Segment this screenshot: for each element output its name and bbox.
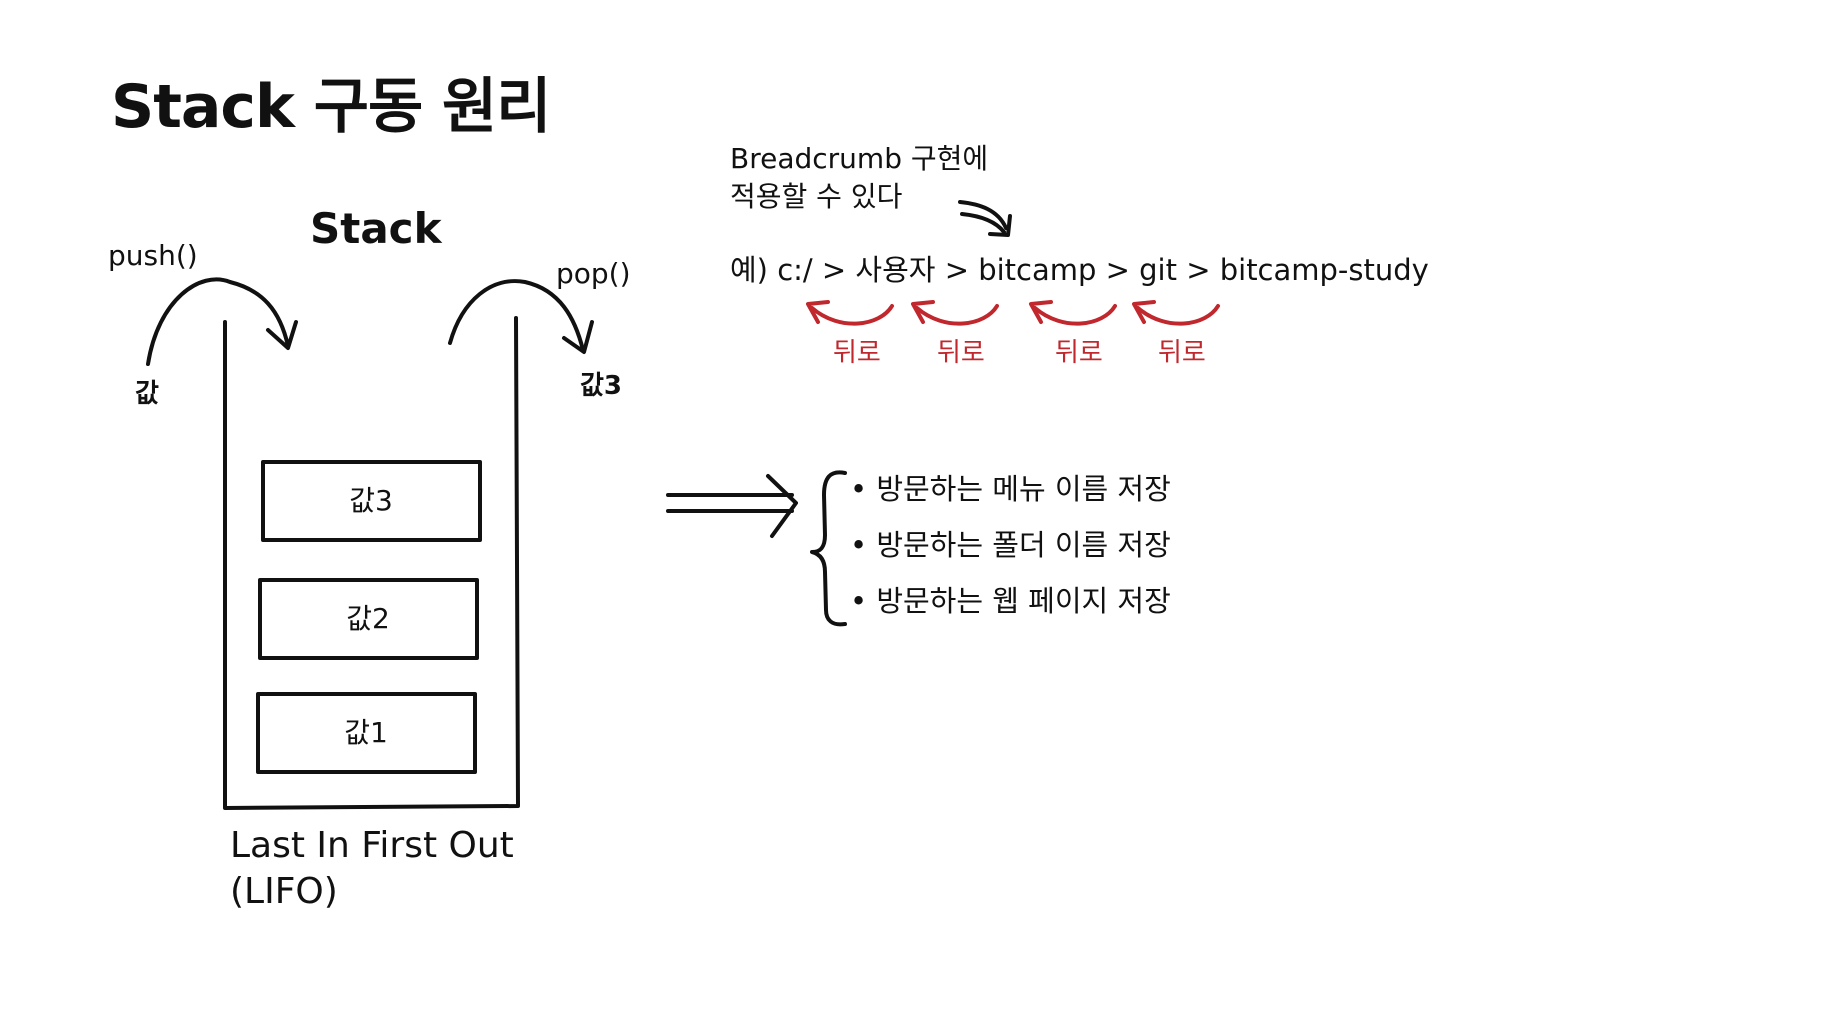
breadcrumb-note-line2: 적용할 수 있다 bbox=[730, 180, 903, 213]
pop-arrow bbox=[448, 279, 585, 352]
back-label-1: 뒤로 bbox=[833, 338, 881, 368]
breadcrumb-note-line1: Breadcrumb 구현에 bbox=[730, 142, 989, 175]
back-arrow-head-icon-1 bbox=[806, 300, 830, 324]
pop-label: pop() bbox=[556, 257, 631, 290]
stack-label: Stack bbox=[310, 204, 442, 253]
double-arrow-head-icon bbox=[766, 474, 798, 538]
double-arrow bbox=[666, 493, 794, 513]
use-item-1: • 방문하는 메뉴 이름 저장 bbox=[850, 472, 1171, 506]
note-arrow-head-icon bbox=[988, 214, 1012, 237]
stack-item-box-1 bbox=[261, 460, 482, 542]
stack-item-box-3 bbox=[256, 692, 477, 774]
use-item-3: • 방문하는 웹 페이지 저장 bbox=[850, 584, 1171, 618]
stack-item-box-2 bbox=[258, 578, 479, 660]
pushed-value-label: 값 bbox=[135, 379, 159, 409]
page-title: Stack 구동 원리 bbox=[111, 72, 551, 142]
back-arrow-head-icon-3 bbox=[1029, 300, 1053, 324]
stack-container bbox=[223, 316, 520, 810]
stack-item-label-1: 값3 bbox=[349, 484, 393, 517]
back-arrow-2 bbox=[915, 304, 999, 326]
lifo-caption-line1: Last In First Out bbox=[230, 825, 514, 866]
use-item-2: • 방문하는 폴더 이름 저장 bbox=[850, 528, 1171, 562]
push-arrow bbox=[146, 277, 290, 366]
note-arrow bbox=[958, 200, 1008, 234]
back-arrow-head-icon-2 bbox=[911, 300, 935, 324]
curly-brace bbox=[810, 470, 847, 627]
push-label: push() bbox=[108, 239, 198, 272]
back-arrow-head-icon-4 bbox=[1132, 300, 1156, 324]
back-label-4: 뒤로 bbox=[1158, 338, 1206, 368]
popped-value-label: 값3 bbox=[580, 371, 623, 401]
back-arrow-3 bbox=[1033, 304, 1117, 326]
lifo-caption-line2: (LIFO) bbox=[230, 871, 338, 912]
push-arrow-head-icon bbox=[266, 320, 298, 350]
stack-item-label-2: 값2 bbox=[346, 602, 390, 635]
stack-item-label-3: 값1 bbox=[344, 716, 388, 749]
back-arrow-4 bbox=[1136, 304, 1220, 326]
pop-arrow-head-icon bbox=[562, 320, 594, 354]
back-arrow-1 bbox=[810, 304, 894, 326]
back-label-3: 뒤로 bbox=[1055, 338, 1103, 368]
breadcrumb-example: 예) c:/ > 사용자 > bitcamp > git > bitcamp-s… bbox=[730, 253, 1429, 287]
back-label-2: 뒤로 bbox=[937, 338, 985, 368]
